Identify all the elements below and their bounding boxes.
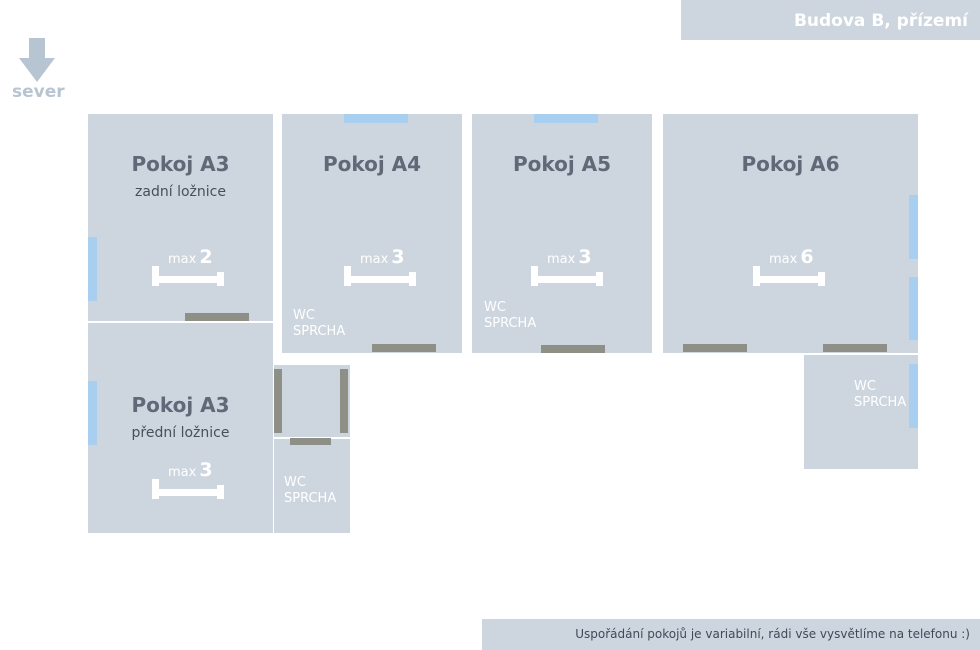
wc-label: WC bbox=[284, 475, 306, 490]
hallway-a3 bbox=[274, 365, 350, 437]
bed-prefix: max bbox=[168, 465, 197, 480]
bed-count: 3 bbox=[391, 246, 405, 268]
door bbox=[541, 345, 605, 353]
bed-count: 6 bbox=[800, 246, 814, 268]
shower-label: SPRCHA bbox=[284, 491, 337, 506]
window bbox=[534, 114, 598, 123]
window bbox=[909, 277, 918, 340]
door bbox=[340, 369, 348, 433]
window bbox=[88, 237, 97, 301]
bathroom-a6: WC SPRCHA bbox=[804, 355, 918, 469]
shower-label: SPRCHA bbox=[484, 316, 537, 331]
window bbox=[344, 114, 408, 123]
wc-label: WC bbox=[293, 308, 315, 323]
wc-label: WC bbox=[854, 379, 876, 394]
north-label: sever bbox=[12, 82, 65, 102]
door bbox=[290, 438, 331, 445]
window bbox=[88, 381, 97, 445]
bed-prefix: max bbox=[769, 252, 798, 267]
door bbox=[823, 344, 887, 352]
room-title: Pokoj A3 bbox=[131, 393, 230, 417]
door bbox=[185, 313, 249, 321]
window bbox=[909, 364, 918, 428]
north-indicator: sever bbox=[8, 36, 68, 106]
shower-label: SPRCHA bbox=[293, 324, 346, 339]
door bbox=[683, 344, 747, 352]
room-title: Pokoj A5 bbox=[512, 152, 612, 176]
bed-icon bbox=[152, 479, 224, 499]
arrow-down-icon bbox=[19, 38, 55, 82]
bed-prefix: max bbox=[360, 252, 389, 267]
layout-note: Uspořádání pokojů je variabilní, rádi vš… bbox=[482, 619, 980, 650]
wc-label: WC bbox=[484, 300, 506, 315]
door bbox=[372, 344, 436, 352]
room-title: Pokoj A6 bbox=[741, 152, 840, 176]
bed-icon bbox=[753, 266, 825, 286]
room-subtitle: zadní ložnice bbox=[135, 184, 226, 200]
bed-icon bbox=[344, 266, 416, 286]
bed-prefix: max bbox=[168, 252, 197, 267]
bathroom-a3: WC SPRCHA bbox=[274, 439, 350, 533]
door bbox=[274, 369, 282, 433]
shower-label: SPRCHA bbox=[854, 395, 907, 410]
room-subtitle: přední ložnice bbox=[131, 425, 230, 441]
window bbox=[909, 195, 918, 259]
room-title: Pokoj A3 bbox=[131, 152, 230, 176]
bed-icon bbox=[531, 266, 603, 286]
room-title: Pokoj A4 bbox=[322, 152, 422, 176]
bed-icon bbox=[152, 266, 224, 286]
bed-count: 3 bbox=[199, 459, 213, 481]
building-title: Budova B, přízemí bbox=[681, 0, 980, 40]
bed-prefix: max bbox=[547, 252, 576, 267]
bed-count: 3 bbox=[578, 246, 592, 268]
bed-count: 2 bbox=[199, 246, 213, 268]
